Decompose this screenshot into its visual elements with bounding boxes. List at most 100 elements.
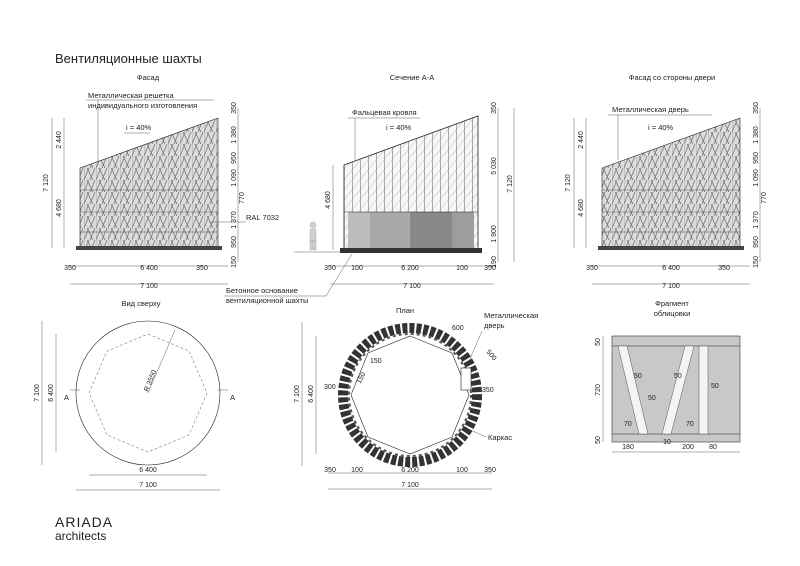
section-w-350a: 350	[324, 265, 336, 272]
plan-d-150a: 150	[370, 358, 382, 365]
section-r-350: 350	[491, 102, 498, 114]
fd-r-350: 350	[753, 102, 760, 114]
metal-door-note: Металлическая дверь	[612, 105, 689, 114]
facade-door-base	[598, 246, 744, 250]
section-panel-4	[452, 212, 474, 250]
section-w-350b: 350	[484, 265, 496, 272]
plan-view: План Металлическая дверь 600 500 150 150…	[294, 306, 538, 490]
person-figure	[309, 221, 317, 251]
fragment-view: Фрагмент облицовки 50 50 50 50 70 70 50 …	[595, 299, 741, 453]
plan-title: План	[396, 306, 414, 315]
axis-a-left: А	[64, 393, 69, 402]
facade-view: Фасад Металлическая решетка индивидуальн…	[43, 73, 279, 290]
base-note-2: вентиляционной шахты	[226, 296, 308, 305]
section-r-5030: 5 030	[491, 157, 498, 175]
facade-r-770: 770	[239, 192, 246, 204]
radius-line	[147, 329, 176, 394]
frag-w-200: 200	[682, 444, 694, 451]
frag-w-10: 10	[663, 439, 671, 446]
frag-h-50a: 50	[595, 338, 602, 346]
plan-octagon-frame	[350, 335, 470, 455]
top-view-title: Вид сверху	[121, 299, 160, 308]
frame-note: Каркас	[488, 433, 512, 442]
facade-r-950: 950	[231, 152, 238, 164]
facade-w-350b: 350	[196, 265, 208, 272]
frag-70b: 70	[686, 421, 694, 428]
fd-w-350a: 350	[586, 265, 598, 272]
frag-h-50b: 50	[595, 436, 602, 444]
fd-r-950b: 950	[753, 236, 760, 248]
section-view: Сечение А-А Фальцевая кровля i = 40% 4 6…	[224, 73, 515, 305]
facade-w-6400: 6 400	[140, 265, 158, 272]
section-h-7120: 7 120	[507, 175, 514, 193]
top-h-7100: 7 100	[34, 384, 41, 402]
facade-door-h-2440: 2 440	[578, 131, 585, 149]
facade-w-7100: 7 100	[140, 283, 158, 290]
axis-a-right: А	[230, 393, 235, 402]
section-panel-2	[370, 212, 410, 250]
plan-w-350b: 350	[484, 467, 496, 474]
fd-r-950: 950	[753, 152, 760, 164]
facade-base	[76, 246, 222, 250]
plan-d-600: 600	[452, 325, 464, 332]
section-r-190: 190	[491, 256, 498, 268]
facade-door-title: Фасад со стороны двери	[629, 73, 715, 82]
frag-h-720: 720	[595, 384, 602, 396]
facade-h-2440: 2 440	[56, 131, 63, 149]
facade-h-4680: 4 680	[56, 199, 63, 217]
plan-d-150b: 150	[356, 371, 368, 385]
fd-r-1380: 1 380	[753, 126, 760, 144]
plan-door-note-2: дверь	[484, 321, 505, 330]
plan-inner-ring	[348, 333, 472, 457]
top-w-7100: 7 100	[139, 482, 157, 489]
top-view-circle	[75, 320, 221, 466]
plan-h-6400: 6 400	[308, 385, 315, 403]
plan-d-500: 500	[484, 349, 497, 363]
frag-50b: 50	[648, 395, 656, 402]
facade-door-view: Фасад со стороны двери Металлическая две…	[565, 73, 768, 290]
plan-w-100a: 100	[351, 467, 363, 474]
section-w-100b: 100	[456, 265, 468, 272]
facade-sky-mask	[78, 116, 220, 168]
facade-r-350: 350	[231, 102, 238, 114]
facade-w-350a: 350	[64, 265, 76, 272]
fragment-slat-2	[661, 345, 695, 435]
brand-block: ARIADA architects	[55, 514, 113, 543]
facade-door-sky-mask	[600, 116, 742, 168]
fd-w-6400: 6 400	[662, 265, 680, 272]
section-panel-1	[348, 212, 370, 250]
frag-w-180: 180	[622, 444, 634, 451]
plan-d-300: 300	[324, 384, 336, 391]
plan-w-100b: 100	[456, 467, 468, 474]
frag-70a: 70	[624, 421, 632, 428]
plan-door-leader	[465, 330, 483, 369]
frag-50d: 50	[711, 383, 719, 390]
section-panel-3	[410, 212, 452, 250]
facade-door-h-total: 7 120	[565, 174, 572, 192]
top-view-octagon	[88, 333, 208, 453]
frame-leader	[465, 427, 487, 438]
section-r-1900: 1 900	[491, 225, 498, 243]
section-slope: i = 40%	[386, 123, 412, 132]
base-note-1: Бетонное основание	[226, 286, 298, 295]
section-w-100a: 100	[351, 265, 363, 272]
facade-door-h-4680: 4 680	[578, 199, 585, 217]
facade-r-150: 150	[231, 256, 238, 268]
plan-h-7100: 7 100	[294, 385, 301, 403]
plan-d-350: 350	[482, 387, 494, 394]
top-view-radius: R 3550	[143, 369, 158, 393]
fd-r-1090: 1 090	[753, 169, 760, 187]
grille-note-1: Металлическая решетка	[88, 91, 174, 100]
plan-w-7100: 7 100	[401, 482, 419, 489]
facade-r-1380: 1 380	[231, 126, 238, 144]
grille-note-2: индивидуального изготовления	[88, 101, 197, 110]
section-w-6200: 6 200	[401, 265, 419, 272]
frag-50c: 50	[674, 373, 682, 380]
section-base	[340, 248, 482, 253]
fd-r-770: 770	[761, 192, 768, 204]
brand-name: ARIADA	[55, 514, 113, 530]
fragment-slat-3	[698, 345, 709, 435]
facade-title: Фасад	[137, 73, 160, 82]
brand-sub: architects	[55, 529, 106, 543]
